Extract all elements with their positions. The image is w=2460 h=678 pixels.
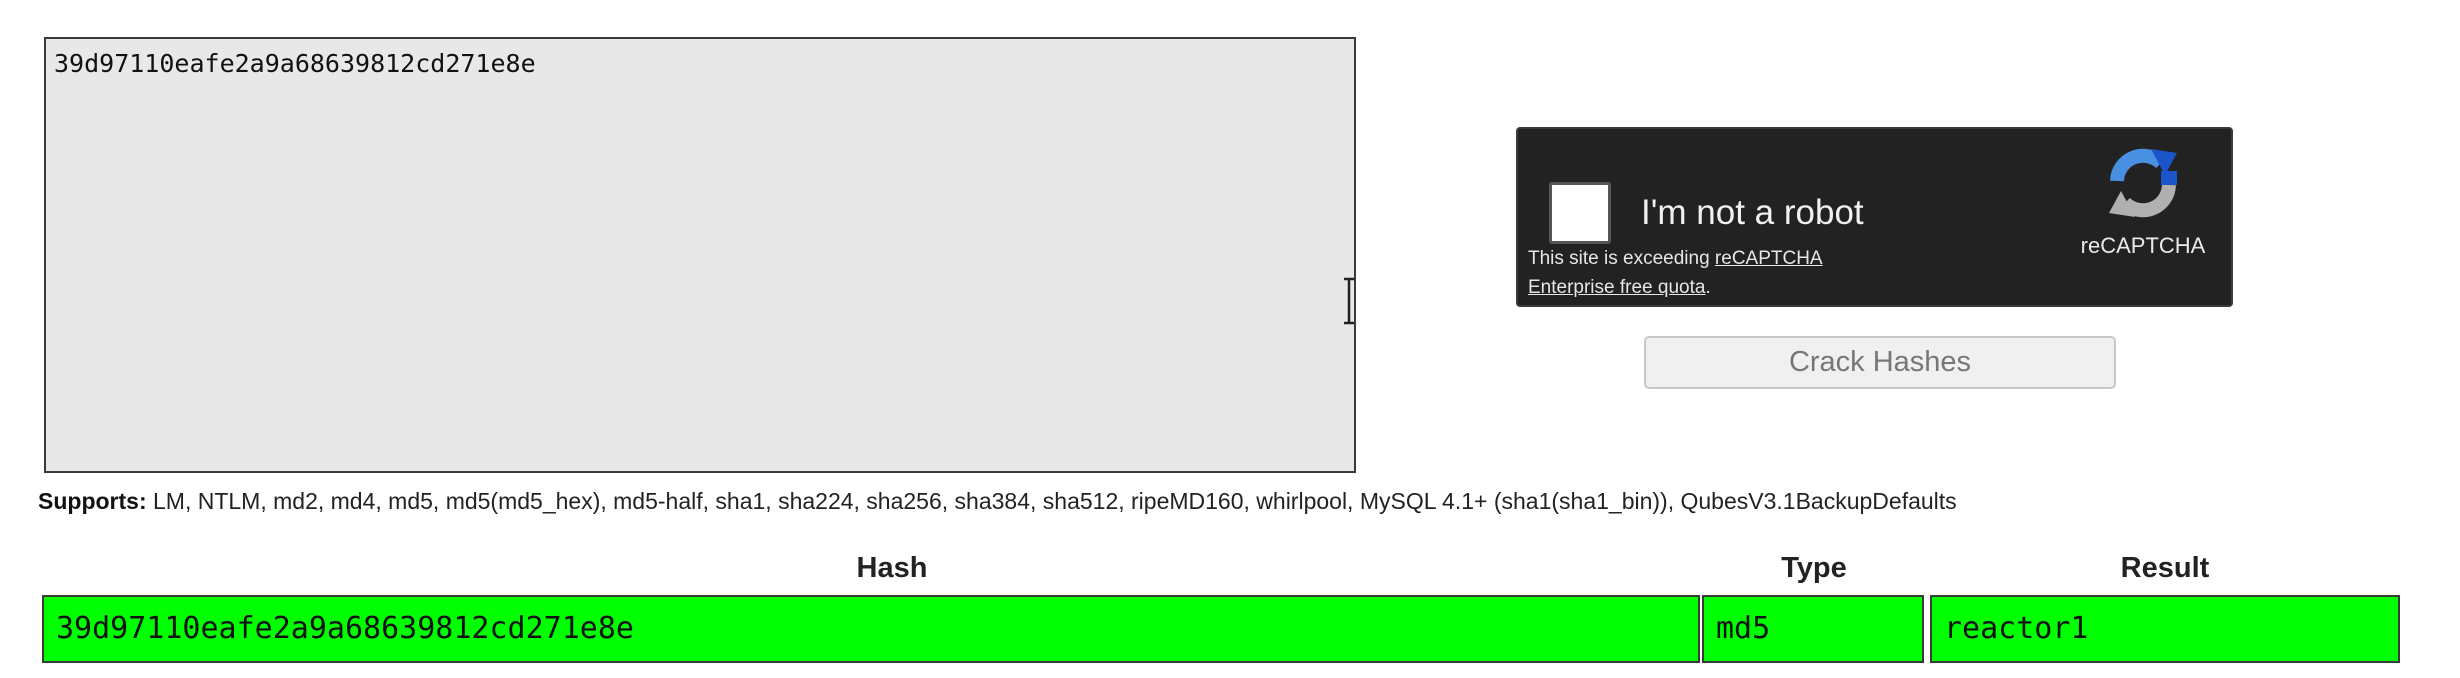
result-value-cell: reactor1: [1930, 595, 2400, 663]
recaptcha-widget: I'm not a robot This site is exceeding r…: [1516, 127, 2233, 307]
recaptcha-label: I'm not a robot: [1641, 193, 1864, 232]
recaptcha-notice-link-2[interactable]: Enterprise free quota: [1528, 277, 1706, 298]
supports-list: LM, NTLM, md2, md4, md5, md5(md5_hex), m…: [146, 488, 1957, 514]
text-cursor-icon: [1344, 277, 1354, 325]
hash-input-textarea[interactable]: 39d97110eafe2a9a68639812cd271e8e: [44, 37, 1356, 473]
column-header-type: Type: [1781, 552, 1847, 584]
result-type-cell: md5: [1702, 595, 1924, 663]
column-header-result: Result: [2120, 552, 2210, 584]
recaptcha-notice-link[interactable]: reCAPTCHA: [1714, 248, 1823, 269]
recaptcha-notice-prefix: This site is exceeding: [1528, 248, 1715, 269]
recaptcha-checkbox[interactable]: [1549, 182, 1611, 244]
recaptcha-quota-notice: This site is exceeding reCAPTCHA Enterpr…: [1528, 244, 1823, 302]
crack-hashes-button[interactable]: Crack Hashes: [1644, 336, 2116, 389]
result-hash-cell: 39d97110eafe2a9a68639812cd271e8e: [42, 595, 1700, 663]
recaptcha-brand-text: reCAPTCHA: [2080, 233, 2206, 258]
recaptcha-notice-suffix: .: [1705, 277, 1711, 298]
supports-label: Supports:: [38, 488, 147, 514]
supported-hash-types: Supports: LM, NTLM, md2, md4, md5, md5(m…: [38, 488, 1957, 515]
recaptcha-logo-icon: [2109, 148, 2177, 218]
column-header-hash: Hash: [856, 552, 928, 584]
